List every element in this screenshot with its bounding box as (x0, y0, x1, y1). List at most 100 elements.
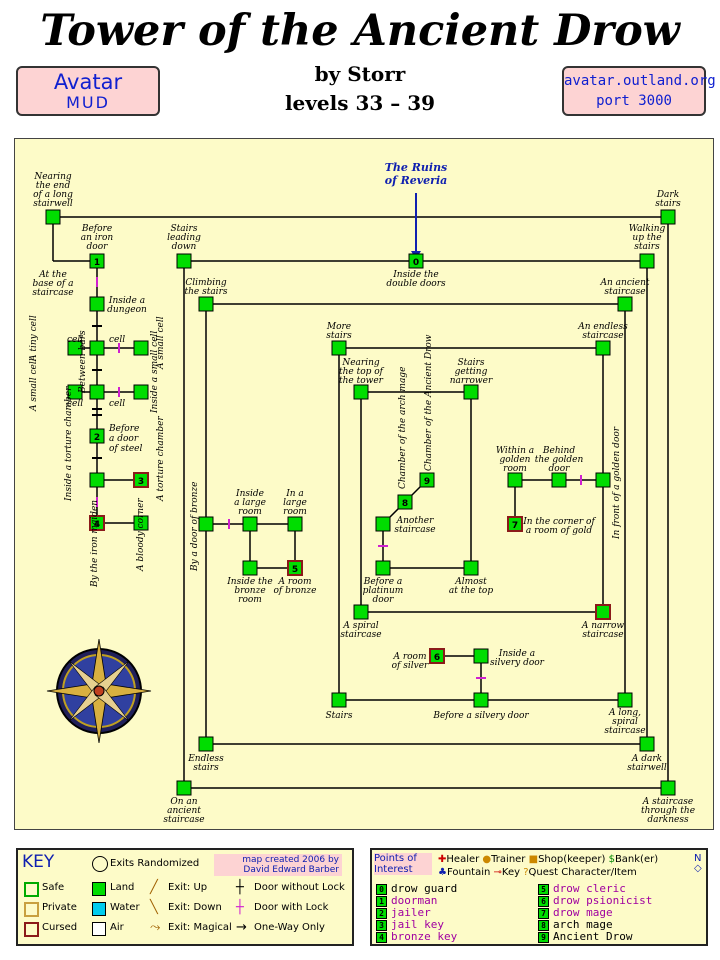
poi-num-4: 4 (94, 520, 100, 530)
room-label-ancient-staircase-top: An ancient (600, 278, 650, 288)
room-label-nearing-top: the tower (339, 376, 384, 386)
room-square (176, 780, 192, 796)
map-title: Tower of the Ancient Drow (40, 6, 680, 56)
room-label-inside-silvery: silvery door (490, 658, 545, 668)
room-label-long-spiral: spiral (612, 717, 638, 727)
room-label-inside-bronze: bronze (234, 586, 265, 596)
poi-legend-row1: ✚Healer ●Trainer ■Shop(keeper) $Bank(er) (438, 854, 658, 865)
room-label-walking-up: Walking (629, 224, 666, 234)
exit-down-icon: ╲ (150, 900, 158, 915)
poi-number: 8 (538, 920, 549, 931)
levels: levels 33 – 39 (284, 91, 436, 115)
room-square (473, 692, 489, 708)
poi-num-0: 0 (413, 258, 419, 268)
room-label-room-silver: A room (392, 652, 426, 662)
room-square (133, 472, 149, 488)
room-label-dark-stairs: stairs (655, 199, 681, 209)
room-label-ancient-staircase-bottom: staircase (163, 815, 204, 825)
key-door-1: Door with Lock (254, 902, 329, 913)
room-label-within-golden: Within a (496, 446, 534, 456)
label-door-bronze: By a door of bronze (190, 481, 200, 572)
credit-box: map created 2006 by David Edward Barber (214, 854, 342, 876)
room-label-climbing: the stairs (184, 287, 227, 297)
entry-arrow (411, 193, 421, 259)
room-label-behind-golden: the golden (535, 455, 584, 465)
legend-bank: Bank(er) (614, 854, 659, 865)
room-square (89, 296, 105, 312)
room-square (176, 253, 192, 269)
compass-rose-icon (46, 638, 152, 744)
points-of-interest: Points of Interest ✚Healer ●Trainer ■Sho… (370, 848, 708, 946)
room-square (89, 428, 105, 444)
room-square (89, 384, 105, 400)
key-exit-2: Exit: Magical (168, 922, 232, 933)
room-label-spiral-staircase: staircase (340, 630, 381, 640)
key-title: KEY (22, 852, 55, 872)
label-before-steel-3: of steel (109, 444, 142, 454)
legend-shop: Shop(keeper) (538, 854, 606, 865)
key-air: Air (110, 922, 124, 933)
legend-healer: Healer (446, 854, 480, 865)
room-label-endless-stairs: Endless (187, 754, 224, 764)
room-label-nearing-end: of a long (33, 190, 73, 200)
room-label-before-platinum: Before a (363, 577, 403, 587)
room-label-ancient-staircase-bottom: On an (170, 797, 197, 807)
mud-name: Avatar (53, 70, 123, 94)
room-label-inside-silvery: Inside a (498, 649, 535, 659)
room-label-before-platinum: platinum (363, 586, 404, 596)
legend-key: KEY Exits Randomized map created 2006 by… (16, 848, 354, 946)
label-inside-small-cell: Inside a small cell (150, 331, 160, 414)
room-label-through-darkness: A staircase (642, 797, 694, 807)
healer-icon: ✚ (438, 854, 447, 865)
room-label-stairs-narrower: narrower (450, 376, 493, 386)
poi-number: 4 (376, 932, 387, 943)
credit-line-1: map created 2006 by (242, 855, 339, 865)
mud-sub: MUD (66, 93, 110, 112)
room-label-ancient-staircase-bottom: ancient (167, 806, 201, 816)
label-bloody-corner: A bloody corner (136, 498, 146, 572)
poi-number: 9 (538, 932, 549, 943)
poi-num-3: 3 (138, 477, 144, 487)
poi-title-2: Interest (374, 864, 413, 875)
room-square (551, 472, 567, 488)
room-label-walking-up: stairs (634, 242, 660, 252)
room-label-inside-dungeon: dungeon (107, 305, 147, 315)
poi-num-2: 2 (94, 433, 100, 443)
legend-quest: Quest Character/Item (528, 867, 637, 878)
room-label-stairs-low: Stairs (326, 711, 353, 721)
shop-icon: ■ (528, 854, 539, 865)
room-label-base-staircase: base of a (33, 279, 74, 289)
room-label-long-spiral: staircase (604, 726, 645, 736)
label-arch-mage: Chamber of the arch mage (398, 367, 408, 489)
poi-num-7: 7 (512, 521, 518, 531)
room-square (198, 296, 214, 312)
room-label-corner-gold: In the corner of (522, 517, 596, 527)
room-label-before-silvery: Before a silvery door (432, 711, 529, 721)
poi-label: drow guard (391, 882, 458, 895)
room-label-stairs-leading-down: down (172, 242, 197, 252)
label-torture-chamber: A torture chamber (156, 416, 166, 502)
north-indicator-icon: N◇ (694, 853, 702, 874)
poi-label: jail key (391, 918, 444, 931)
poi-number: 5 (538, 884, 549, 895)
room-square (242, 560, 258, 576)
room-label-almost-top: at the top (449, 586, 493, 596)
room-label-almost-top: Almost (454, 577, 487, 587)
room-label-through-darkness: darkness (647, 815, 689, 825)
rooms (45, 209, 676, 796)
key-safe: Safe (42, 882, 65, 893)
key-icon: ⊸ (493, 867, 502, 878)
room-square (89, 515, 105, 531)
label-tiny-cell: A tiny cell (29, 315, 39, 362)
swatch-air (92, 922, 106, 936)
room-label-inside-double-doors: Inside the (392, 270, 439, 280)
room-square (89, 253, 105, 269)
label-before-steel-1: Before (108, 424, 139, 434)
